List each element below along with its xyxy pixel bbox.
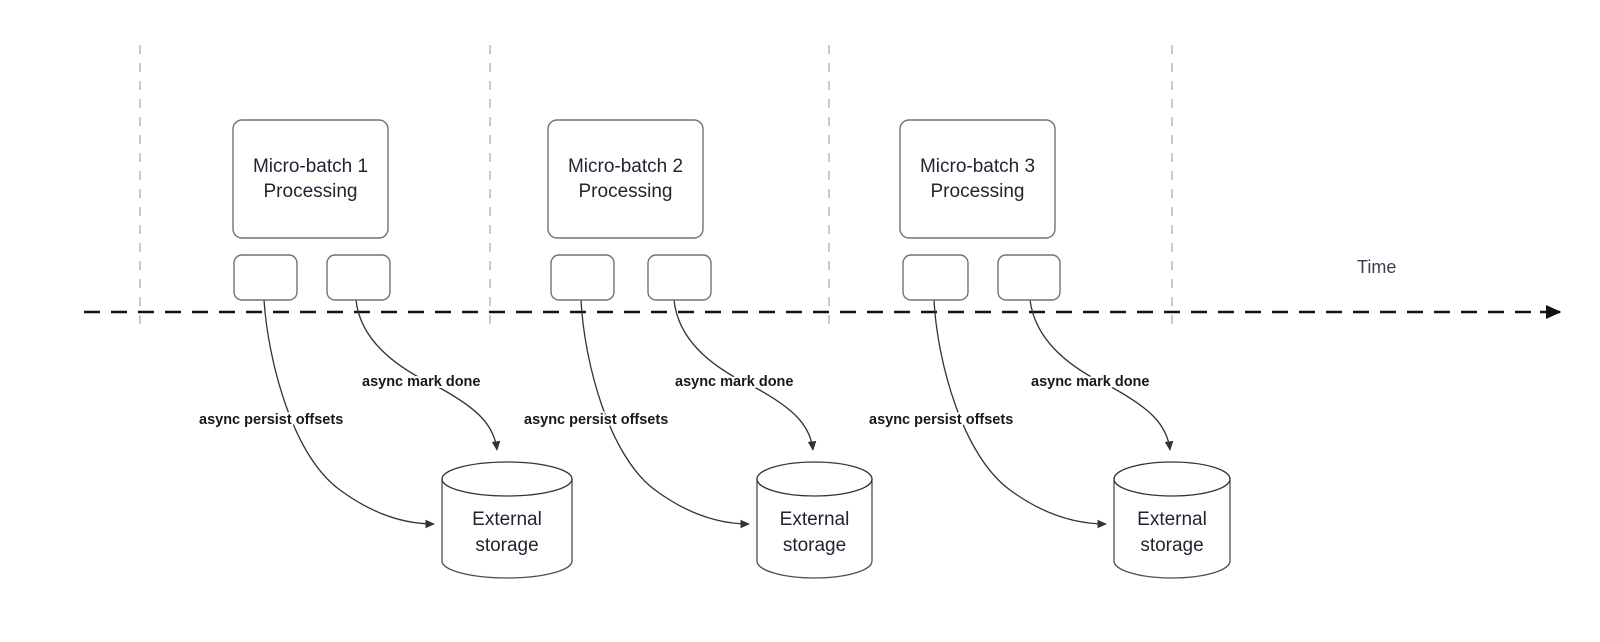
batch-3-task-box-1[interactable] [902,254,969,301]
batch-2-label-line2: Processing [579,181,673,202]
batch-3-storage-cylinder-top [1113,461,1231,497]
batch-3-edge-label-halo-async-persist-offsets: async persist offsets [869,412,1013,428]
batch-3-storage-label-line1: External [1137,509,1207,530]
batch-3-storage-cylinder-body[interactable] [1113,478,1231,579]
batch-2-task-box-1[interactable] [550,254,615,301]
batch-1-edge-async-mark-done [355,299,501,451]
batch-1-processing-box[interactable] [232,119,389,239]
batch-2-storage-label-line1: External [780,509,850,530]
batch-2-storage-cylinder-top [756,461,873,497]
batch-3-edge-async-mark-done [1029,299,1174,451]
batch-1-task-box-1[interactable] [233,254,298,301]
batch-2-edge-async-mark-done [673,299,817,451]
batch-1-storage-label-line2: storage [475,535,538,556]
batch-1-storage-cylinder-body[interactable] [441,478,573,579]
batch-2-processing-box[interactable] [547,119,704,239]
batch-1-edge-label-halo-async-persist-offsets: async persist offsets [199,412,343,428]
batch-3-storage-label-line2: storage [1140,535,1203,556]
batch-3-edge-label-async-mark-done: async mark done [1031,374,1149,390]
batch-3-label-line1: Micro-batch 3 [920,156,1035,177]
batch-3-processing-box[interactable] [899,119,1056,239]
batch-3-edge-label-async-persist-offsets: async persist offsets [869,412,1013,428]
batch-1-storage-label-line1: External [472,509,542,530]
batch-1-edge-async-persist-offsets [263,299,435,529]
batch-2-storage-cylinder-body[interactable] [756,478,873,579]
batch-3-edge-async-persist-offsets [933,299,1107,529]
batch-1-storage-cylinder-top [441,461,573,497]
batch-2-edge-async-persist-offsets [580,299,750,529]
batch-3-edge-label-halo-async-mark-done: async mark done [1031,374,1149,390]
batch-3-task-box-2[interactable] [997,254,1061,301]
batch-3-label-line2: Processing [931,181,1025,202]
batch-2-storage-label-line2: storage [783,535,846,556]
batch-2-label-line1: Micro-batch 2 [568,156,683,177]
batch-1-label-line1: Micro-batch 1 [253,156,368,177]
batch-2-task-box-2[interactable] [647,254,712,301]
batch-2-edge-label-halo-async-mark-done: async mark done [675,374,793,390]
batch-1-label-line2: Processing [264,181,358,202]
timeline-axis-group: Time [84,257,1562,319]
batch-1-edge-label-async-persist-offsets: async persist offsets [199,412,343,428]
batch-2-edge-label-halo-async-persist-offsets: async persist offsets [524,412,668,428]
tick-lines-group [139,45,1173,330]
batch-1-task-box-2[interactable] [326,254,391,301]
batch-1-edge-label-halo-async-mark-done: async mark done [362,374,480,390]
batch-2-edge-label-async-persist-offsets: async persist offsets [524,412,668,428]
batch-1-edge-label-async-mark-done: async mark done [362,374,480,390]
time-axis-label: Time [1357,257,1396,277]
batch-2-edge-label-async-mark-done: async mark done [675,374,793,390]
